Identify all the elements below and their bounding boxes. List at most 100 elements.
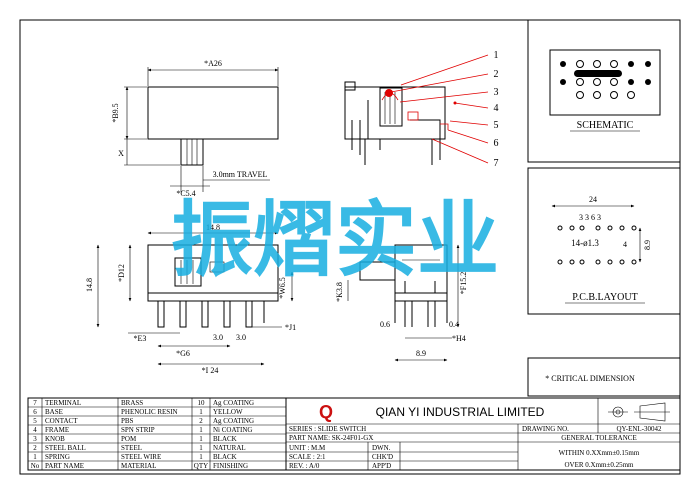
bom-cell-no: 1 (33, 453, 37, 461)
dim-x: X (118, 149, 124, 158)
company-name: QIAN YI INDUSTRIAL LIMITED (376, 405, 545, 419)
bom-cell-part: SPRING (45, 453, 70, 461)
appd: APP'D (372, 462, 391, 470)
dim-30b: 3.0 (236, 333, 246, 342)
bom-cell-finish: Ni COATING (213, 426, 252, 434)
bom-cell-finish: FINISHING (213, 462, 248, 470)
bom-cell-material: STEEL (121, 444, 142, 452)
bom-cell-finish: BLACK (213, 435, 237, 443)
bom-cell-no: 6 (33, 408, 37, 416)
dim-w65: *W6.5 (278, 277, 287, 299)
note-panel-frame (527, 357, 681, 397)
bom-cell-part: FRAME (45, 426, 69, 434)
dim-h4: *H4 (452, 334, 466, 343)
section-view: 1 2 3 4 5 6 7 (344, 50, 499, 169)
dwn: DWN. (372, 444, 391, 452)
tolerance-1: WITHIN 0.XXmm±0.15mm (559, 449, 640, 457)
front-view: *A26 *B9.5 X *C5.4 3.0mm TRAVEL (111, 59, 279, 198)
dim-04: 0.4 (449, 320, 459, 329)
right-panel-frame (527, 19, 681, 163)
dim-89: 8.9 (416, 349, 426, 358)
bom-cell-no: No (31, 462, 40, 470)
bom-cell-part: BASE (45, 408, 63, 416)
schematic: SCHEMATIC (549, 49, 661, 132)
callout-4: 4 (494, 103, 499, 114)
bom-cell-finish: YELLOW (213, 408, 243, 416)
pcb-title: P.C.B.LAYOUT (572, 292, 637, 303)
company-logo: Q (319, 402, 333, 422)
dim-d12: *D12 (117, 264, 126, 282)
dim-b95: *B9.5 (111, 103, 120, 122)
chkd: CHK'D (372, 453, 393, 461)
bom-cell-part: STEEL BALL (45, 444, 86, 452)
end-view: *K3.8 *F15.2 0.6 0.4 *H4 8.9 (335, 244, 468, 362)
tolerance-title: GENERAL TOLERANCE (561, 434, 637, 442)
callout-2: 2 (494, 69, 499, 80)
bom-cell-part: PART NAME (45, 462, 84, 470)
bom-cell-qty: 1 (199, 453, 203, 461)
bom-cell-material: PHENOLIC RESIN (121, 408, 178, 416)
drawing-no: QY-ENL-30042 (616, 425, 662, 433)
bom-cell-part: TERMINAL (45, 399, 81, 407)
bom-cell-qty: 1 (199, 444, 203, 452)
dim-148-height: 14.8 (85, 278, 94, 292)
bom-cell-qty: 2 (199, 417, 203, 425)
bom-cell-finish: Ag COATING (213, 399, 254, 407)
dim-i24: *I 24 (202, 366, 219, 375)
bom-cell-finish: Ag COATING (213, 417, 254, 425)
bom-cell-no: 4 (33, 426, 37, 434)
bom-cell-qty: 10 (198, 399, 206, 407)
dim-e3: *E3 (134, 334, 147, 343)
side-view: 14.8 14.8 *D12 *W6.5 *E3 *J1 *G6 3.0 3.0… (85, 223, 296, 375)
critical-note: * CRITICAL DIMENSION (545, 374, 635, 383)
bom-cell-no: 3 (33, 435, 37, 443)
bom-cell-material: POM (121, 435, 137, 443)
tolerance-2: OVER 0.Xmm±0.25mm (565, 461, 635, 469)
bom-cell-no: 5 (33, 417, 37, 425)
pcb-dim-24: 24 (589, 195, 597, 204)
callout-7: 7 (494, 158, 499, 169)
watermark: 振熠实业 (171, 193, 499, 288)
drawing-no-label: DRAWING NO. (522, 425, 569, 433)
bom-cell-qty: QTY (194, 462, 208, 470)
bom-cell-material: MATERIAL (121, 462, 156, 470)
dim-c54: *C5.4 (176, 189, 195, 198)
unit: UNIT : M.M (289, 444, 326, 452)
bom-cell-material: STEEL WIRE (121, 453, 161, 461)
bom-cell-qty: 1 (199, 426, 203, 434)
bom-table: 7 TERMINAL BRASS 10 Ag COATING 6 BASE PHENOLIC … (27, 397, 287, 471)
dim-148-width: 14.8 (206, 223, 220, 232)
series: SERIES : SLIDE SWITCH (289, 425, 366, 433)
bom-cell-qty: 1 (199, 435, 203, 443)
dim-k38: *K3.8 (335, 282, 344, 302)
callout-3: 3 (494, 87, 499, 98)
pcb-pitch: 3 3 6 3 (579, 213, 601, 222)
bom-cell-no: 7 (33, 399, 37, 407)
dim-f152: *F15.2 (459, 272, 468, 294)
dim-j1: *J1 (285, 323, 296, 332)
pcb-layout: 24 3 3 6 3 14-ø1.3 4 8.9 P.C.B.LAYOUT (551, 195, 652, 304)
bom-cell-part: KNOB (45, 435, 65, 443)
callout-1: 1 (494, 50, 499, 61)
travel-label: 3.0mm TRAVEL (213, 170, 268, 179)
bom-cell-material: BRASS (121, 399, 143, 407)
bom-cell-no: 2 (33, 444, 37, 452)
dim-30a: 3.0 (213, 333, 223, 342)
dim-06: 0.6 (380, 320, 390, 329)
bom-cell-qty: 1 (199, 408, 203, 416)
bom-cell-material: SPN STRIP (121, 426, 155, 434)
bom-cell-finish: BLACK (213, 453, 237, 461)
projection-symbol (608, 402, 670, 422)
bom-cell-material: PBS (121, 417, 134, 425)
part-name: PART NAME: SK-24F01-GX (289, 434, 373, 442)
callout-6: 6 (494, 138, 499, 149)
bom-cell-finish: NATURAL (213, 444, 246, 452)
schematic-title: SCHEMATIC (577, 120, 634, 131)
rev: REV. : A/0 (289, 462, 320, 470)
pcb-dim-4: 4 (623, 240, 627, 249)
pcb-dim-89: 8.9 (643, 240, 652, 250)
scale: SCALE : 2:1 (289, 453, 326, 461)
pcb-hole: 14-ø1.3 (571, 238, 599, 248)
dim-g6: *G6 (176, 349, 190, 358)
